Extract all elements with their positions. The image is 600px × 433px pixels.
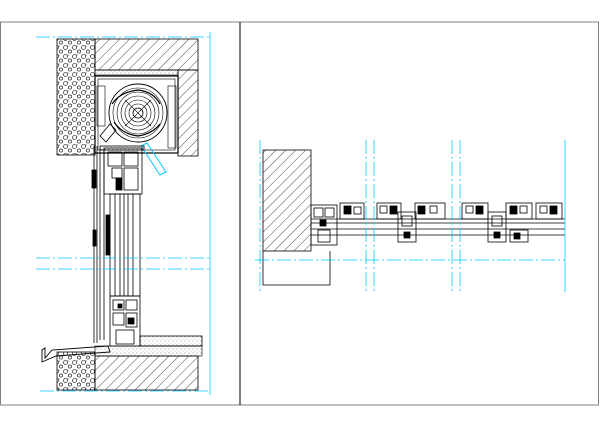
shutter-roll xyxy=(108,83,168,143)
horizontal-section xyxy=(255,140,566,292)
lintel-insulation xyxy=(56,38,96,156)
jamb-return xyxy=(262,251,331,286)
profile-meeting-c xyxy=(414,202,446,220)
sill-insulation xyxy=(56,351,96,391)
wall-jamb xyxy=(262,149,312,252)
vertical-section xyxy=(36,32,211,395)
floor-screed xyxy=(139,335,203,347)
track-lines xyxy=(311,218,565,236)
sill-infill xyxy=(94,345,203,357)
profile-jamb-left xyxy=(310,204,338,246)
roller-shutter-box xyxy=(94,75,179,154)
profile-meeting-a xyxy=(339,202,365,220)
profile-meeting-e xyxy=(505,202,533,243)
shutter-strap xyxy=(140,142,167,176)
profile-jamb-right xyxy=(535,202,563,220)
axis-lines-vertical-section xyxy=(36,32,211,395)
profile-meeting-d xyxy=(461,202,507,243)
window-frame-sill-profile xyxy=(109,295,141,347)
lintel-wall-right xyxy=(177,69,199,157)
sill-wall xyxy=(94,355,199,391)
sliding-profiles xyxy=(310,202,563,246)
lintel-concrete xyxy=(94,38,199,71)
sheet-border xyxy=(0,21,599,406)
shutter-curtain xyxy=(91,146,105,343)
profile-meeting-b xyxy=(376,202,417,243)
box-cover-strip xyxy=(94,69,179,76)
axis-lines-horizontal-section xyxy=(255,140,566,292)
window-sash xyxy=(105,193,141,297)
